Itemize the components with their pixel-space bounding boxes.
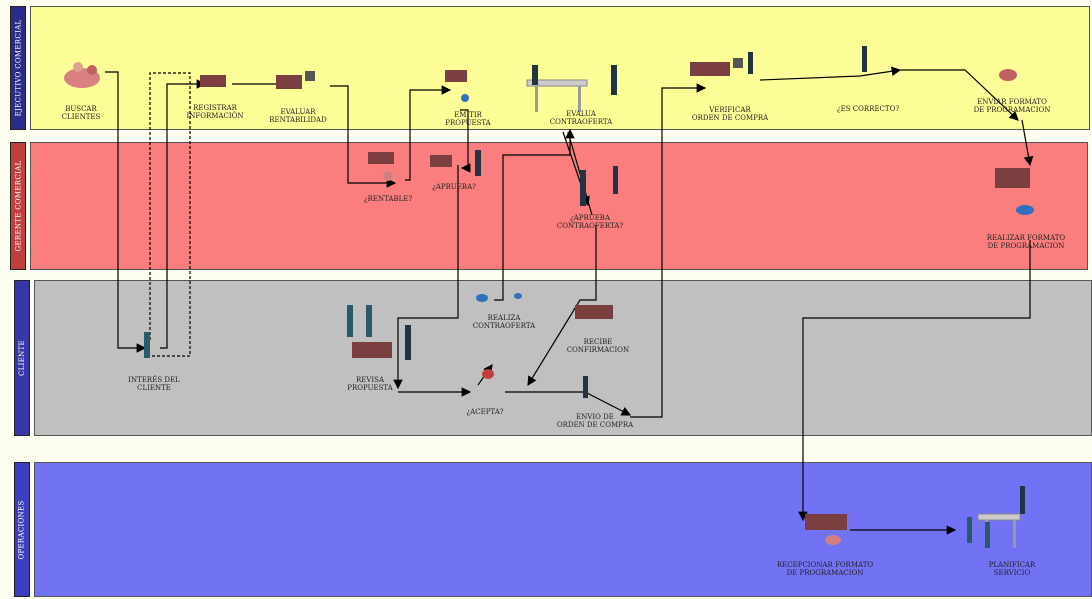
person-icon [748,52,753,74]
person-icon [366,305,372,337]
label-enviar-formato: ENVIAR FORMATO DE PROGRAMACION [965,98,1059,114]
desk-icon [690,62,730,76]
flow-line [160,84,205,348]
people-group-icon [999,69,1017,81]
label-evaluar-rentabilidad: EVALUAR RENTABILIDAD [266,108,330,124]
desk-icon [995,168,1030,188]
people-group-icon [482,369,494,379]
flow-line [803,240,1030,520]
person-icon [347,305,353,337]
person-icon [144,332,150,358]
flow-line [147,73,190,356]
flow-line [105,72,145,348]
desk-icon [575,305,613,319]
desk-icon [805,514,847,530]
person-icon [405,325,411,360]
label-evalua-contraoferta: EVALUA CONTRAOFERTA [545,110,617,126]
label-buscar-clientes: BUSCAR CLIENTES [56,105,106,121]
desk-icon [368,152,394,164]
label-aprueba: ¿APRUEBA? [428,183,480,191]
desk-icon [276,75,302,89]
person-icon [1020,486,1025,514]
desk-icon [430,155,452,167]
flow-line [505,392,630,415]
label-emitir-propuesta: EMITIR PROPUESTA [440,111,496,127]
label-realiza-contraoferta: REALIZA CONTRAOFERTA [468,314,540,330]
flow-line [760,70,900,80]
label-rentable: ¿RENTABLE? [358,195,418,203]
person-icon [967,517,972,543]
person-icon [461,94,469,102]
desk-icon [352,342,392,358]
person-icon [580,170,586,206]
label-aprueba-contraoferta: ¿APRUEBA CONTRAOFERTA? [552,214,628,230]
person-icon [532,65,538,85]
label-recepcionar-formato: RECEPCIONAR FORMATO DE PROGRAMACION [765,561,885,577]
label-envio-orden: ENVIO DE ORDEN DE COMPRA [552,413,638,429]
label-realizar-formato: REALIZAR FORMATO DE PROGRAMACION [972,234,1080,250]
people-group-icon [476,294,488,302]
label-es-correcto: ¿ES CORRECTO? [835,105,901,113]
label-registrar-informacion: REGISTRAR INFORMACIÓN [185,104,245,120]
flow-line [330,86,395,183]
person-icon [613,166,618,194]
flow-line [1022,120,1030,165]
label-verificar-orden: VERIFICAR ORDEN DE COMPRA [685,106,775,122]
desk-icon [445,70,467,82]
person-icon [475,150,481,176]
person-icon [862,46,867,72]
person-icon [985,522,990,548]
label-interes-cliente: INTERÉS DEL CLIENTE [124,376,184,392]
label-recibe-confirmacion: RECIBE CONFIRMACION [558,338,638,354]
label-acepta: ¿ACEPTA? [460,408,510,416]
flow-line [630,88,705,417]
label-planificar-servicio: PLANIFICAR SERVICIO [972,561,1052,577]
person-icon [583,376,588,398]
table-icon [978,514,1020,520]
label-revisa-propuesta: REVISA PROPUESTA [342,376,398,392]
desk-icon [200,75,226,87]
person-icon [611,65,617,95]
